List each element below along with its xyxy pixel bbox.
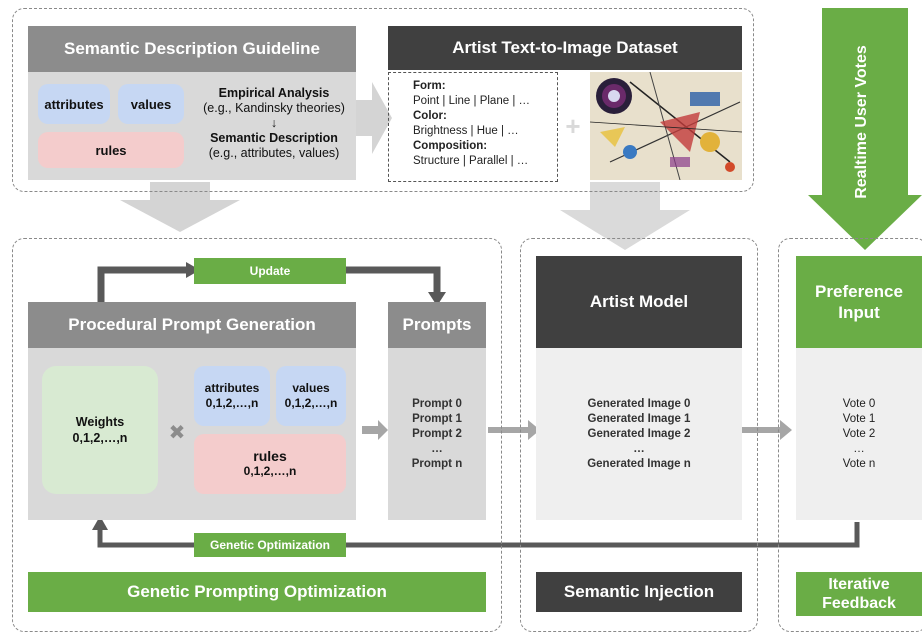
prompts-title: Prompts	[388, 302, 486, 348]
prompt-item: Prompt n	[411, 457, 463, 470]
update-label: Update	[194, 258, 346, 284]
votes-list: Vote 0 Vote 1 Vote 2 … Vote n	[796, 348, 922, 520]
values-weight-range: 0,1,2,…,n	[284, 396, 338, 410]
update-arrowhead-left	[186, 262, 200, 278]
arrow-user-votes	[808, 8, 922, 250]
middle-group	[520, 238, 758, 632]
dataset-attributes-box: Form: Point | Line | Plane | … Color: Br…	[388, 72, 558, 182]
weights-label: Weights	[75, 415, 125, 429]
guideline-text: Empirical Analysis (e.g., Kandinsky theo…	[194, 86, 354, 172]
values-chip: values	[118, 84, 184, 124]
color-values: Brightness | Hue | …	[413, 125, 519, 137]
right-group	[778, 238, 922, 632]
arrow-guideline-to-dataset	[355, 82, 392, 154]
form-values: Point | Line | Plane | …	[413, 95, 530, 107]
form-label: Form:	[413, 80, 446, 92]
rules-weight-range: 0,1,2,…,n	[243, 464, 297, 478]
vote-item: Vote 2	[842, 427, 876, 440]
attributes-weight-chip: attributes 0,1,2,…,n	[194, 366, 270, 426]
weights-chip: Weights 0,1,2,…,n	[42, 366, 158, 494]
left-footer: Genetic Prompting Optimization	[28, 572, 486, 612]
arrow-artist-to-votes	[742, 420, 792, 440]
prompts-list: Prompt 0 Prompt 1 Prompt 2 … Prompt n	[388, 348, 486, 520]
color-label: Color:	[413, 110, 447, 122]
guideline-title: Semantic Description Guideline	[28, 26, 356, 72]
left-group	[12, 238, 502, 632]
values-weight-chip: values 0,1,2,…,n	[276, 366, 346, 426]
semantic-title: Semantic Description	[210, 131, 338, 145]
down-arrow-glyph: ↓	[270, 116, 278, 130]
vote-item: …	[853, 442, 865, 455]
vote-item: Vote 1	[842, 412, 876, 425]
composition-label: Composition:	[413, 140, 488, 152]
top-group	[12, 8, 754, 192]
arrow-prompts-to-artist	[488, 420, 540, 440]
generated-image-item: Generated Image 1	[587, 412, 691, 425]
attributes-weight-label: attributes	[204, 381, 260, 395]
right-footer: Iterative Feedback	[796, 572, 922, 616]
values-weight-label: values	[292, 381, 330, 395]
preference-input-title: Preference Input	[796, 256, 922, 348]
empirical-title: Empirical Analysis	[218, 86, 330, 100]
artist-model-title: Artist Model	[536, 256, 742, 348]
plus-icon: +	[565, 111, 581, 141]
feedback-line	[97, 522, 860, 548]
arrow-dataset-down	[560, 182, 690, 250]
attributes-weight-range: 0,1,2,…,n	[205, 396, 259, 410]
middle-footer: Semantic Injection	[536, 572, 742, 612]
prompt-item: …	[431, 442, 443, 455]
semantic-sub: (e.g., attributes, values)	[208, 146, 340, 160]
vote-item: Vote 0	[842, 397, 876, 410]
weights-range: 0,1,2,…,n	[72, 431, 128, 445]
procedural-title: Procedural Prompt Generation	[28, 302, 356, 348]
empirical-sub: (e.g., Kandinsky theories)	[203, 101, 345, 115]
generated-images-list: Generated Image 0 Generated Image 1 Gene…	[536, 348, 742, 520]
generated-image-item: …	[633, 442, 645, 455]
rules-chip: rules	[38, 132, 184, 168]
genetic-optimization-label: Genetic Optimization	[194, 533, 346, 557]
update-loop-head	[428, 292, 446, 306]
generated-image-item: Generated Image 0	[587, 397, 691, 410]
rules-weight-label: rules	[253, 448, 287, 464]
rules-weight-chip: rules 0,1,2,…,n	[194, 434, 346, 494]
attributes-chip: attributes	[38, 84, 110, 124]
generated-image-item: Generated Image n	[587, 457, 691, 470]
generated-image-item: Generated Image 2	[587, 427, 691, 440]
dataset-title: Artist Text-to-Image Dataset	[388, 26, 742, 70]
kandinsky-painting-image	[590, 72, 742, 180]
prompt-item: Prompt 1	[412, 412, 462, 425]
prompt-item: Prompt 0	[412, 397, 462, 410]
prompt-item: Prompt 2	[412, 427, 462, 440]
multiply-icon: ✖	[168, 422, 186, 444]
feedback-head-up	[92, 516, 108, 530]
arrow-weights-to-prompts	[362, 420, 388, 440]
realtime-votes-label: Realtime User Votes	[853, 45, 870, 199]
vote-item: Vote n	[842, 457, 876, 470]
arrow-guideline-down	[120, 182, 240, 232]
composition-values: Structure | Parallel | …	[413, 155, 529, 167]
